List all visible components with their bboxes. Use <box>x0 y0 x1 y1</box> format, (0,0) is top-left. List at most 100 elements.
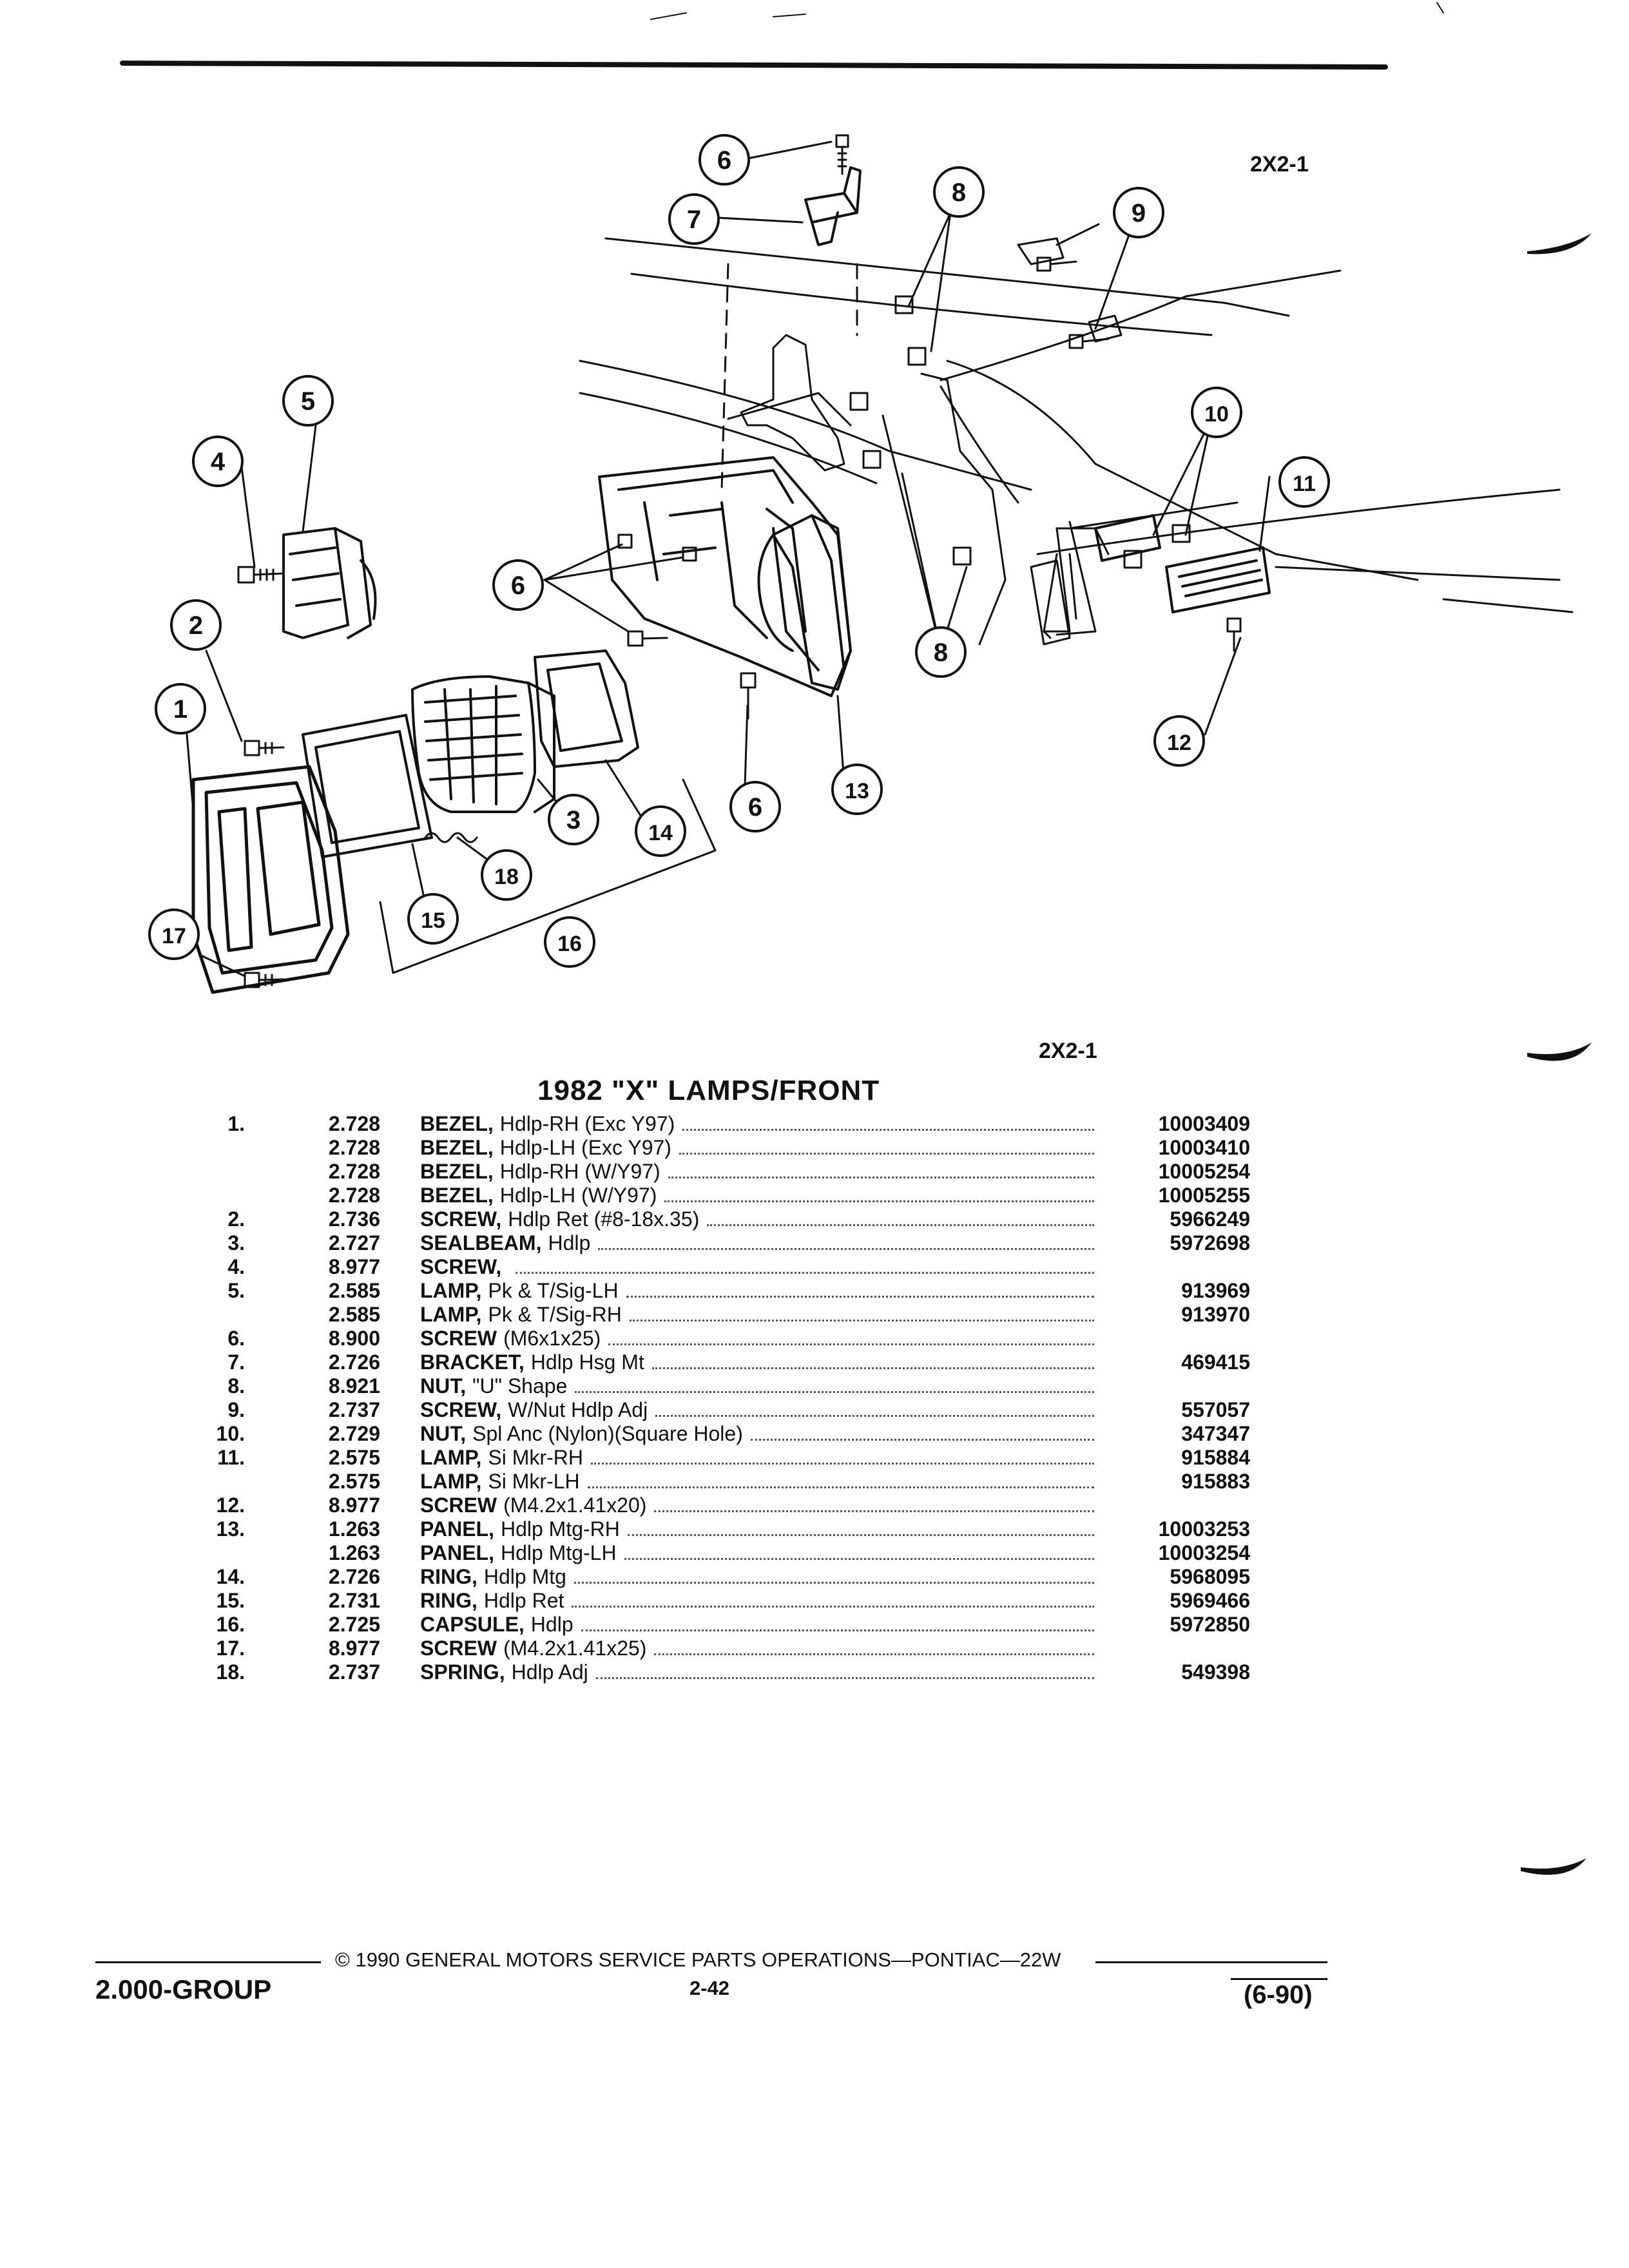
callout-2: 2 <box>189 611 203 640</box>
part-name: SCREW <box>420 1494 497 1517</box>
callout-labels: 6 7 8 9 5 4 10 11 6 2 1 8 12 6 13 3 14 1… <box>162 146 1316 956</box>
callout-6a: 6 <box>717 146 731 175</box>
part-spec: Si Mkr-LH <box>488 1470 580 1493</box>
dot-leader <box>627 1534 1094 1536</box>
ref-number: 6. <box>227 1327 245 1350</box>
part-description: SCREW,W/Nut Hdlp Adj <box>420 1398 1102 1422</box>
part-description: BEZEL,Hdlp-RH (W/Y97) <box>420 1160 1102 1184</box>
part-number: 347347 <box>1181 1422 1250 1445</box>
dot-leader <box>516 1272 1094 1274</box>
callout-9: 9 <box>1132 199 1146 227</box>
group-number: 2.737 <box>328 1398 380 1421</box>
group-number: 2.585 <box>328 1303 380 1326</box>
capsule-bracket-16 <box>379 778 717 974</box>
ref-number: 12. <box>216 1494 245 1517</box>
part-spec: Hdlp-LH (Exc Y97) <box>499 1136 671 1159</box>
part-name: LAMP, <box>420 1303 482 1326</box>
ref-number: 14. <box>216 1565 245 1588</box>
ref-number: 11. <box>217 1446 245 1469</box>
part-description: SCREW(M4.2x1.41x25) <box>420 1637 1102 1660</box>
part-description: PANEL, Hdlp Mtg-LH <box>420 1541 1102 1565</box>
top-rule <box>120 61 1388 70</box>
part-description: SCREW, <box>420 1255 1102 1279</box>
group-number: 2.725 <box>328 1613 380 1636</box>
group-number: 2.728 <box>328 1160 380 1183</box>
headlamp-housing <box>757 514 852 691</box>
part-description: BEZEL,Hdlp-RH (Exc Y97) <box>420 1112 1102 1136</box>
dot-leader <box>629 1320 1094 1321</box>
ref-number: 13. <box>216 1517 245 1541</box>
footer-group-label: 2.000-GROUP <box>95 1974 272 2004</box>
ref-number: 18. <box>216 1660 245 1684</box>
table-row: 2.728 BEZEL,Hdlp-RH (W/Y97) 10005254 <box>193 1160 1250 1184</box>
dot-leader <box>598 1248 1094 1250</box>
group-number: 1.263 <box>328 1517 380 1541</box>
part-description: PANEL,Hdlp Mtg-RH <box>420 1517 1102 1541</box>
callout-5: 5 <box>301 387 315 416</box>
part-spec: Spl Anc (Nylon)(Square Hole) <box>472 1422 743 1445</box>
dot-leader <box>651 1367 1094 1369</box>
callout-4: 4 <box>211 448 226 476</box>
page-title: 1982 "X" LAMPS/FRONT <box>537 1075 880 1106</box>
ref-number: 9. <box>227 1398 245 1421</box>
part-number: 5972698 <box>1170 1231 1250 1254</box>
part-description: SPRING,Hdlp Adj <box>420 1660 1102 1684</box>
part-description: CAPSULE,Hdlp <box>420 1613 1102 1637</box>
side-marker-lamp <box>1094 514 1271 613</box>
part-name: SCREW, <box>420 1207 502 1231</box>
part-number: 913969 <box>1181 1279 1250 1302</box>
callout-7: 7 <box>687 206 701 234</box>
table-row: 10. 2.729 NUT,Spl Anc (Nylon)(Square Hole)… <box>193 1422 1250 1446</box>
centerlines <box>720 263 858 491</box>
figure-code-top: 2X2-1 <box>1250 152 1309 177</box>
part-name: SPRING, <box>420 1660 505 1684</box>
group-number: 2.726 <box>328 1350 380 1374</box>
footer-page-number: 2-42 <box>689 1977 730 1999</box>
dot-leader <box>682 1129 1094 1131</box>
part-spec: Hdlp Mtg-LH <box>500 1541 617 1564</box>
part-name: NUT, <box>420 1422 467 1445</box>
adjusting-screw-9 <box>1017 237 1123 343</box>
part-description: LAMP,Pk & T/Sig-RH <box>420 1303 1102 1327</box>
dot-leader <box>655 1415 1094 1417</box>
callout-12: 12 <box>1167 731 1191 755</box>
part-name: PANEL, <box>420 1541 494 1564</box>
ref-number: 17. <box>216 1637 245 1660</box>
part-number: 913970 <box>1181 1303 1250 1326</box>
group-number: 8.977 <box>328 1255 380 1278</box>
part-number: 469415 <box>1181 1350 1250 1374</box>
callout-3: 3 <box>566 806 581 834</box>
dot-leader <box>664 1200 1094 1202</box>
part-number: 10005254 <box>1158 1160 1250 1183</box>
part-spec: Hdlp Hsg Mt <box>530 1350 644 1374</box>
adjusting-spring-18 <box>424 832 478 843</box>
group-number: 2.729 <box>328 1422 380 1445</box>
part-name: BEZEL, <box>420 1184 494 1207</box>
part-description: SCREW(M6x1x25) <box>420 1327 1102 1350</box>
callout-16: 16 <box>557 932 582 956</box>
part-name: SCREW <box>420 1327 497 1350</box>
ref-number: 10. <box>216 1422 245 1445</box>
part-number: 10005255 <box>1158 1184 1250 1207</box>
ref-number: 15. <box>216 1589 245 1612</box>
callout-14: 14 <box>648 821 673 845</box>
dot-leader <box>575 1391 1094 1393</box>
part-spec: (M4.2x1.41x25) <box>503 1637 647 1660</box>
part-name: SCREW, <box>420 1398 502 1421</box>
mounting-ring-14 <box>534 649 639 768</box>
group-number: 8.977 <box>328 1494 380 1517</box>
